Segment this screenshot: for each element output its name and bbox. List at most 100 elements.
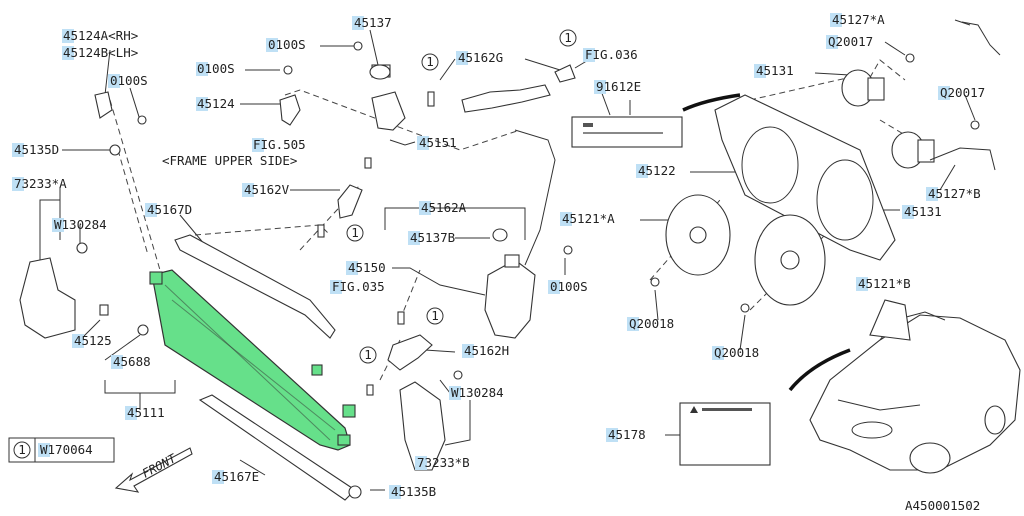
svg-text:45688: 45688 (113, 354, 151, 369)
label-45122: 45122 (636, 163, 676, 178)
circle-marker: 1 (359, 346, 377, 364)
svg-text:45124: 45124 (197, 96, 235, 111)
svg-text:45162A: 45162A (421, 200, 467, 215)
svg-text:45167E: 45167E (214, 469, 259, 484)
svg-text:45178: 45178 (608, 427, 646, 442)
label-45135d: 45135D (12, 142, 59, 157)
label-w130284-left: W130284 (52, 217, 107, 232)
svg-text:45127*A: 45127*A (832, 12, 885, 27)
label-73233b: 73233*B (415, 455, 470, 470)
label-45150: 45150 (346, 260, 386, 275)
svg-text:FIG.036: FIG.036 (585, 47, 638, 62)
svg-text:45137B: 45137B (410, 230, 455, 245)
svg-text:45121*B: 45121*B (858, 276, 911, 291)
front-arrow (114, 447, 193, 493)
svg-text:FIG.505: FIG.505 (253, 137, 306, 152)
radiator-45111[interactable] (149, 269, 356, 451)
label-45135b: 45135B (389, 484, 436, 499)
svg-text:73233*A: 73233*A (14, 176, 67, 191)
fan-motor-45131-lower (891, 131, 935, 169)
svg-text:45111: 45111 (127, 405, 165, 420)
svg-text:91612E: 91612E (596, 79, 641, 94)
label-plate-91612e (571, 116, 683, 148)
label-45127a: 45127*A (830, 12, 885, 27)
circle-marker: 1 (559, 29, 577, 47)
svg-text:Q20018: Q20018 (714, 345, 759, 360)
label-45151: 45151 (417, 135, 457, 150)
circle-marker: 1 (346, 224, 364, 242)
label-fig505: FIG.505 (252, 137, 306, 152)
label-0100s-right: 0100S (548, 279, 588, 294)
legend-box (8, 437, 115, 463)
svg-text:45122: 45122 (638, 163, 676, 178)
svg-text:Q20017: Q20017 (940, 85, 985, 100)
label-73233a: 73233*A (12, 176, 67, 191)
svg-text:45131: 45131 (756, 63, 794, 78)
label-45162h: 45162H (462, 343, 509, 358)
label-45167e: 45167E (212, 469, 259, 484)
label-45688: 45688 (111, 354, 151, 369)
svg-text:45131: 45131 (904, 204, 942, 219)
air-guide-73233a (19, 257, 76, 339)
label-45131-lower: 45131 (902, 204, 942, 219)
svg-text:45151: 45151 (419, 135, 457, 150)
svg-text:1: 1 (364, 347, 372, 362)
svg-text:45162V: 45162V (244, 182, 290, 197)
harness-45127a (961, 21, 1001, 56)
label-45124a: 45124A<RH> (62, 28, 138, 43)
svg-text:45124B<LH>: 45124B<LH> (63, 45, 138, 60)
label-q20018-right: Q20018 (712, 345, 759, 360)
svg-text:1: 1 (564, 30, 572, 45)
label-plate-45178 (679, 402, 771, 466)
hose-45162v (337, 184, 363, 219)
svg-text:73233*B: 73233*B (417, 455, 470, 470)
label-45167d: 45167D (145, 202, 192, 217)
svg-text:45121*A: 45121*A (562, 211, 615, 226)
svg-text:45162G: 45162G (458, 50, 503, 65)
fan-motor-45131-upper (841, 69, 885, 107)
label-fig036: FIG.036 (583, 47, 638, 62)
svg-text:45150: 45150 (348, 260, 386, 275)
svg-text:W130284: W130284 (54, 217, 107, 232)
label-q20018-left: Q20018 (627, 316, 674, 331)
label-w170064: W170064 (38, 442, 93, 457)
bracket-45124 (94, 91, 301, 126)
car-illustration (809, 299, 1021, 474)
svg-text:Q20017: Q20017 (828, 34, 873, 49)
svg-text:A450001502: A450001502 (905, 498, 980, 513)
svg-text:FRONT: FRONT (140, 451, 179, 481)
reservoir-tank-45150 (484, 254, 536, 339)
svg-text:45167D: 45167D (147, 202, 192, 217)
label-frame-upper-side: <FRAME UPPER SIDE> (162, 153, 297, 168)
svg-text:45135D: 45135D (14, 142, 59, 157)
diagram-id: A450001502 (905, 498, 980, 513)
label-q20017-top: Q20017 (826, 34, 873, 49)
fan-45121b (754, 214, 826, 306)
air-guide-73233b (399, 381, 446, 471)
label-0100s-top: 0100S (266, 37, 306, 52)
svg-text:45124A<RH>: 45124A<RH> (63, 28, 138, 43)
upper-hose-45162g (461, 84, 551, 113)
circle-marker: 1 (426, 307, 444, 325)
svg-text:45127*B: 45127*B (928, 186, 981, 201)
circle-marker: 1 (13, 441, 31, 459)
svg-text:0100S: 0100S (197, 61, 235, 76)
label-45162a: 45162A (419, 200, 467, 215)
svg-text:45137: 45137 (354, 15, 392, 30)
svg-text:FIG.035: FIG.035 (332, 279, 385, 294)
label-45137b: 45137B (408, 230, 455, 245)
label-45162g: 45162G (456, 50, 503, 65)
label-45124b: 45124B<LH> (62, 45, 138, 60)
svg-text:45162H: 45162H (464, 343, 509, 358)
svg-text:1: 1 (351, 225, 359, 240)
seal-45167d (174, 234, 336, 339)
svg-text:45125: 45125 (74, 333, 112, 348)
svg-text:0100S: 0100S (110, 73, 148, 88)
label-45131-upper: 45131 (754, 63, 794, 78)
svg-text:0100S: 0100S (268, 37, 306, 52)
fasteners (76, 41, 980, 499)
svg-text:W130284: W130284 (451, 385, 504, 400)
svg-text:Q20018: Q20018 (629, 316, 674, 331)
label-0100s-left: 0100S (108, 73, 148, 88)
label-45121a: 45121*A (560, 211, 615, 226)
